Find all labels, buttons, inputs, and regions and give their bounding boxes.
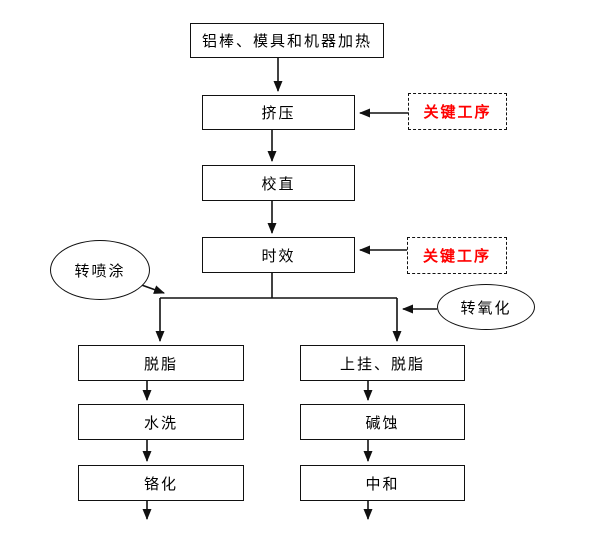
flow-box-aging: 时效 bbox=[202, 237, 355, 273]
flow-box-heating: 铝棒、模具和机器加热 bbox=[190, 23, 384, 58]
callout-key-process-2: 关键工序 bbox=[407, 237, 507, 274]
flow-box-hanging-degreasing: 上挂、脱脂 bbox=[300, 345, 465, 381]
connector-to-spraying: 转喷涂 bbox=[50, 240, 150, 300]
flow-box-extrusion: 挤压 bbox=[202, 95, 355, 130]
callout-key-process-1: 关键工序 bbox=[408, 93, 507, 130]
flow-box-straightening: 校直 bbox=[202, 165, 355, 201]
connector-to-oxidation: 转氧化 bbox=[437, 284, 535, 330]
flow-box-alkali-etching: 碱蚀 bbox=[300, 404, 465, 440]
flow-box-degreasing: 脱脂 bbox=[78, 345, 244, 381]
flow-box-water-rinse: 水洗 bbox=[78, 404, 244, 440]
flow-box-chromating: 铬化 bbox=[78, 465, 244, 501]
flow-box-neutralization: 中和 bbox=[300, 465, 465, 501]
